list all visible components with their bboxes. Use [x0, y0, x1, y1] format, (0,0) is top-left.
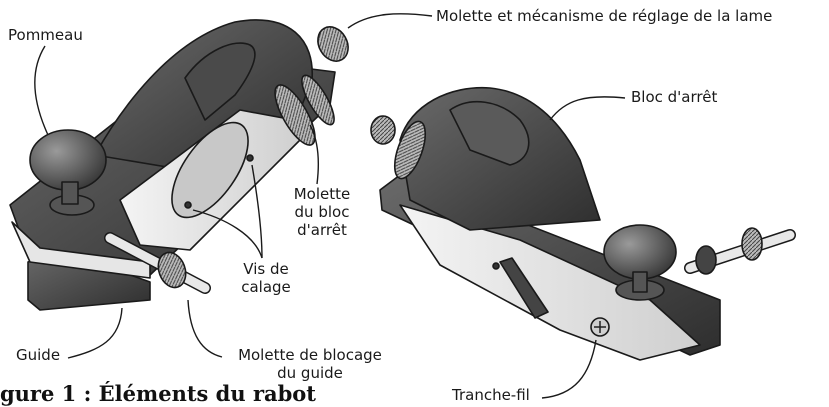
label-pommeau: Pommeau [8, 26, 83, 44]
label-molette-blocage-guide-line1: Molette de blocage [222, 346, 398, 364]
leader-tranche-fil [542, 340, 596, 398]
label-vis-calage-line2: calage [236, 278, 296, 296]
label-molette-bloc-arret-line2: du bloc [290, 203, 354, 221]
label-molette-blocage-guide-line2: du guide [222, 364, 398, 382]
label-tranche-fil: Tranche-fil [452, 386, 530, 404]
label-molette-bloc-arret: Molette du bloc d'arrêt [290, 185, 354, 239]
label-bloc-arret: Bloc d'arrêt [631, 88, 717, 106]
label-guide: Guide [16, 346, 60, 364]
leader-molette-blocage [188, 300, 222, 357]
leader-molette-reglage [348, 14, 432, 28]
left-plane [10, 20, 354, 310]
figure-caption: igure 1 : Éléments du rabot [0, 382, 316, 406]
label-vis-calage: Vis de calage [236, 260, 296, 296]
label-molette-blocage-guide: Molette de blocage du guide [222, 346, 398, 382]
label-molette-bloc-arret-line1: Molette [290, 185, 354, 203]
leader-bloc-arret [550, 97, 625, 120]
label-molette-bloc-arret-line3: d'arrêt [290, 221, 354, 239]
leader-guide [68, 308, 122, 358]
label-molette-reglage-lame: Molette et mécanisme de réglage de la la… [436, 7, 772, 25]
leader-pommeau [35, 46, 48, 135]
label-vis-calage-line1: Vis de [236, 260, 296, 278]
right-plane [371, 88, 790, 360]
